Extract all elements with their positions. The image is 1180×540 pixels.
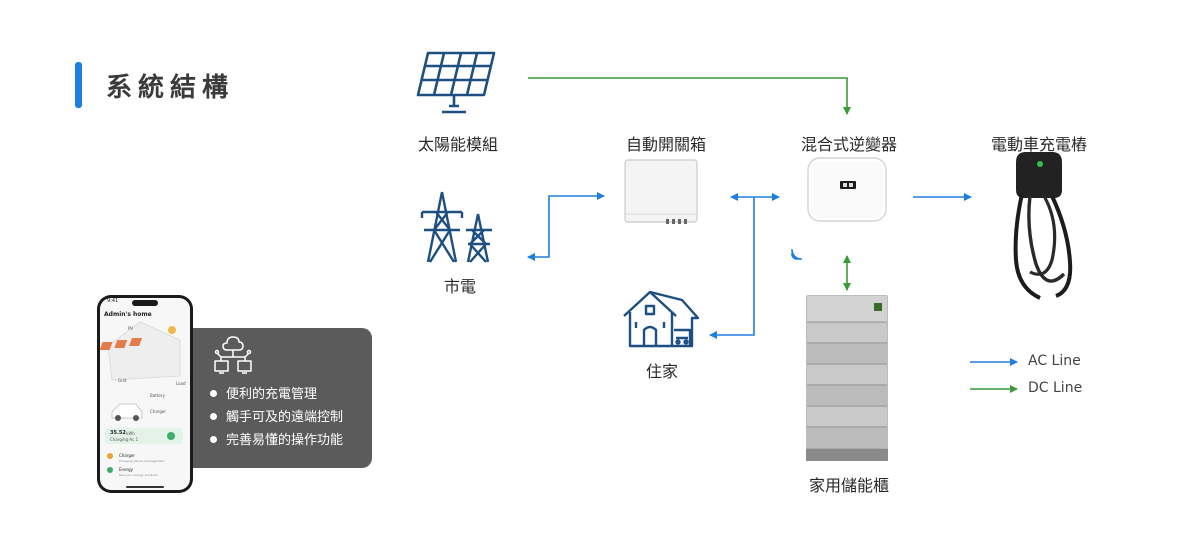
feature-item: 完善易懂的操作功能 xyxy=(210,429,343,452)
phone-grid-label: Grid xyxy=(118,378,127,383)
line-solar-inverter xyxy=(528,77,851,115)
legend-ac-label: AC Line xyxy=(1028,353,1081,369)
connected-devices-icon xyxy=(214,336,252,374)
phone-battery-label: Battery xyxy=(150,393,165,398)
phone-pv-label: PV xyxy=(128,326,134,331)
phone-load-label: Load xyxy=(176,381,186,386)
label-home: 住家 xyxy=(645,362,678,381)
feature-item: 便利的充電管理 xyxy=(210,383,343,406)
hybrid-inverter-device xyxy=(807,157,887,222)
home-icon xyxy=(623,290,700,348)
page-title: 系統結構 xyxy=(106,73,235,103)
phone-menu-charger-sub: Charging device management xyxy=(119,459,165,463)
legend-dc-label: DC Line xyxy=(1028,380,1083,396)
ev-charger-device xyxy=(1013,152,1073,300)
switch-box-device xyxy=(624,159,698,224)
battery-cabinet-device xyxy=(806,295,888,461)
phone-charger-label: Charger xyxy=(150,409,166,414)
phone-menu-energy-sub: See your energy products xyxy=(119,473,158,477)
phone-time: 9:41 xyxy=(107,298,119,304)
wifi-icon xyxy=(791,249,802,260)
line-to-home xyxy=(709,205,755,339)
power-tower-icon xyxy=(420,191,492,263)
label-solar: 太陽能模組 xyxy=(417,135,498,154)
phone-home-title: Admin's home xyxy=(104,311,152,318)
label-inverter: 混合式逆變器 xyxy=(800,135,897,154)
phone-charge-unit: kWh xyxy=(126,431,135,436)
label-switchbox: 自動開關箱 xyxy=(625,135,706,154)
phone-menu-energy: Energy xyxy=(119,467,134,472)
phone-charge-sub: Charging-Ac 1 xyxy=(110,437,139,442)
label-grid: 市電 xyxy=(443,277,476,296)
title-accent-bar xyxy=(75,62,82,108)
label-battery: 家用儲能櫃 xyxy=(808,476,889,495)
phone-charge-value: 35.52 xyxy=(110,430,126,436)
phone-menu-charger: Charger xyxy=(119,453,135,458)
label-ev-charger: 電動車充電樁 xyxy=(990,135,1087,154)
feature-item: 觸手可及的遠端控制 xyxy=(210,406,343,429)
feature-list: 便利的充電管理 觸手可及的遠端控制 完善易懂的操作功能 xyxy=(210,383,343,452)
line-grid-switchbox xyxy=(527,192,605,261)
phone-mockup xyxy=(97,295,193,493)
solar-panel-icon xyxy=(416,51,496,114)
